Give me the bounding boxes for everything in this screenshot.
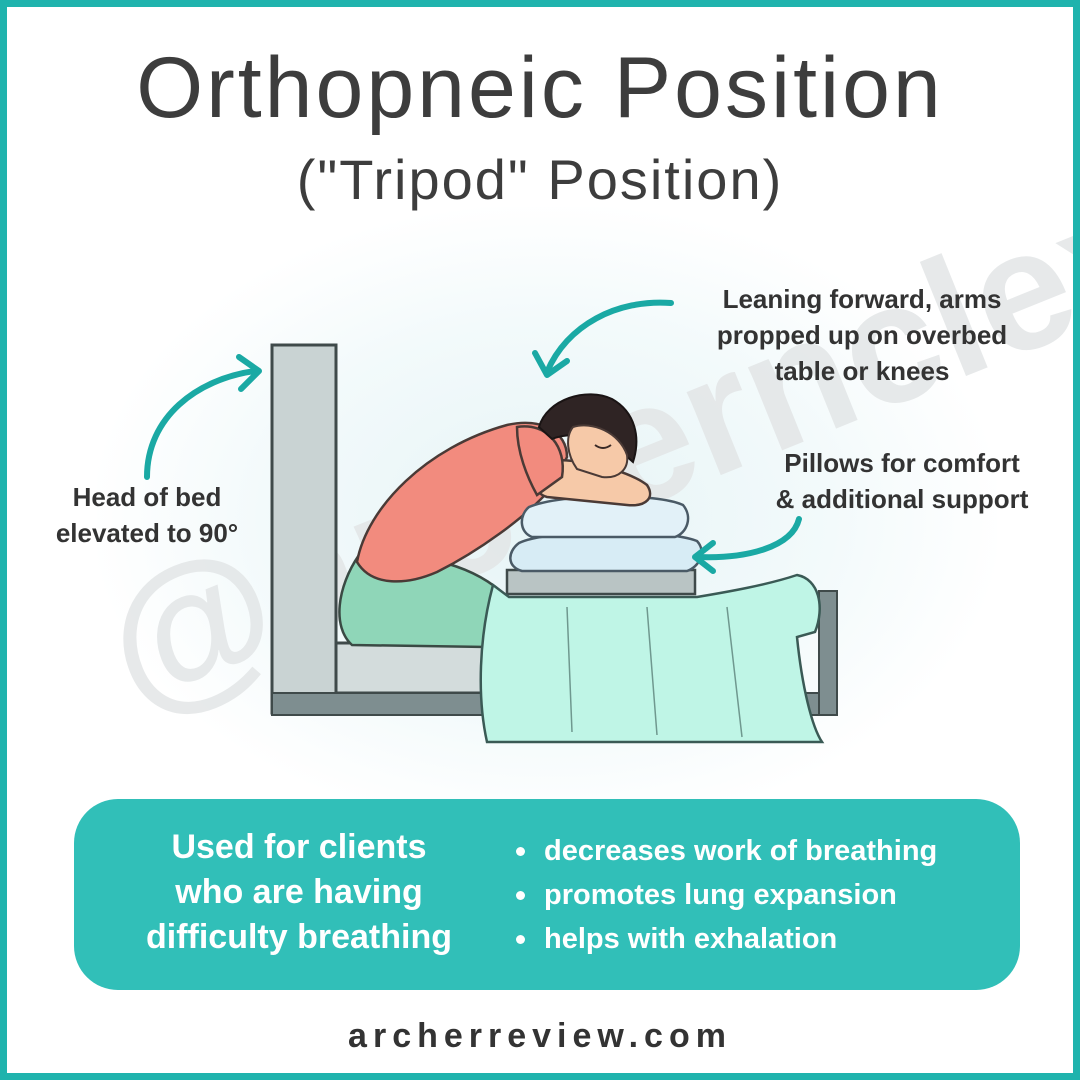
panel-lead-text: Used for clients who are having difficul… bbox=[146, 828, 452, 956]
shirt bbox=[355, 421, 569, 583]
page-subtitle: ("Tripod" Position) bbox=[296, 148, 784, 211]
arrow-head-of-bed bbox=[144, 368, 258, 480]
list-item: promotes lung expansion bbox=[514, 873, 937, 917]
mattress bbox=[334, 641, 498, 695]
headboard bbox=[270, 343, 338, 715]
footer-website: archerreview.com bbox=[348, 1017, 732, 1055]
face bbox=[567, 424, 629, 479]
arrow-leaning bbox=[544, 299, 674, 375]
page-title: Orthopneic Position bbox=[136, 40, 944, 136]
arrow-pillows bbox=[694, 516, 802, 561]
footboard bbox=[818, 590, 838, 716]
list-item: helps with exhalation bbox=[514, 917, 937, 961]
benefits-list: decreases work of breathing promotes lun… bbox=[514, 829, 937, 961]
label-head-of-bed: Head of bed elevated to 90° bbox=[55, 482, 239, 548]
tripod-position-illustration bbox=[144, 299, 838, 744]
info-panel: Used for clients who are having difficul… bbox=[74, 799, 1020, 990]
label-pillows: Pillows for comfort & additional support bbox=[775, 448, 1029, 514]
label-leaning-forward: Leaning forward, arms propped up on over… bbox=[716, 284, 1008, 386]
list-item: decreases work of breathing bbox=[514, 829, 937, 873]
closed-eye bbox=[594, 444, 612, 449]
overbed-table bbox=[505, 568, 697, 596]
